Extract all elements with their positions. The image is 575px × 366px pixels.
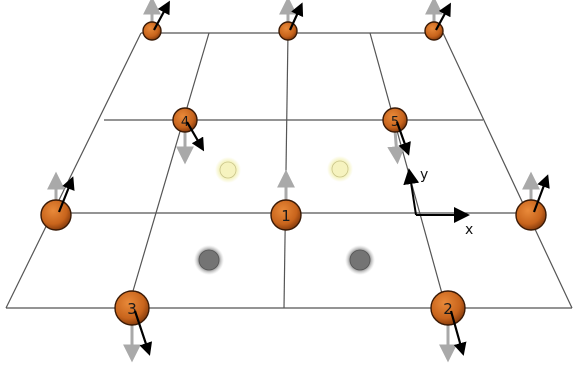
node-4 xyxy=(172,107,198,133)
node-label-4: 4 xyxy=(181,115,189,130)
grid-edge-right xyxy=(442,32,573,309)
grid-col-3 xyxy=(283,32,289,309)
node-3 xyxy=(114,290,150,326)
particles xyxy=(194,156,375,275)
node-label-3: 3 xyxy=(127,300,137,318)
black-arrow xyxy=(435,2,451,31)
nodes xyxy=(40,21,547,326)
node-label-1: 1 xyxy=(281,207,291,225)
black-arrow xyxy=(449,310,467,356)
axes: x y xyxy=(403,167,473,238)
node-label-5: 5 xyxy=(391,115,399,130)
grid-edge-left xyxy=(5,32,142,309)
x-axis-label: x xyxy=(465,222,473,238)
node-top-right xyxy=(424,21,444,41)
y-axis-label: y xyxy=(420,167,428,183)
grid-col-4 xyxy=(369,32,447,309)
black-arrow xyxy=(153,0,170,31)
black-arrow xyxy=(133,310,153,356)
light-particle xyxy=(219,161,237,179)
black-arrow xyxy=(288,2,304,31)
node-2 xyxy=(430,290,466,326)
node-mid-left xyxy=(40,199,72,231)
black-arrow xyxy=(395,121,411,156)
light-particle xyxy=(331,160,349,178)
gray-arrow xyxy=(387,129,406,165)
y-axis-arrow xyxy=(403,168,420,216)
node-5 xyxy=(382,107,408,133)
grid-lines xyxy=(5,32,573,309)
black-arrow xyxy=(186,121,205,152)
black-arrows xyxy=(57,0,550,356)
node-labels: 4 5 1 3 2 xyxy=(127,115,453,318)
node-top-left xyxy=(142,21,162,41)
grid-col-2 xyxy=(127,32,210,309)
black-arrow xyxy=(532,174,550,213)
dark-particle xyxy=(349,249,371,271)
node-1 xyxy=(270,199,302,231)
node-label-2: 2 xyxy=(443,300,453,318)
dark-particle xyxy=(198,249,220,271)
node-top-mid xyxy=(278,21,298,41)
node-mid-right xyxy=(515,199,547,231)
black-arrow xyxy=(57,176,75,213)
